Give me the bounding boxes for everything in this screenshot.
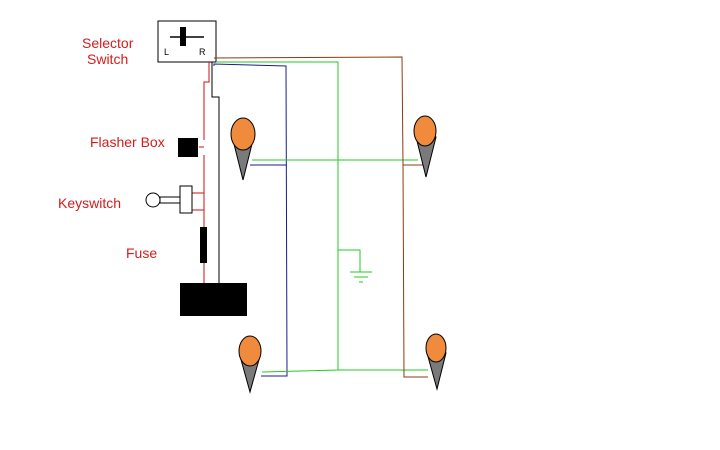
keyswitch [145,185,193,214]
turn-signal-front-left [230,117,256,181]
key-icon [145,192,161,208]
flasher-box-label: Flasher Box [90,134,165,150]
right-lamps-wire-brown [213,56,428,378]
turn-signal-rear-left [238,335,262,394]
flasher-box [178,138,198,157]
fuse-label: Fuse [126,245,157,261]
return-wire-black [211,62,220,284]
selector-switch-label-line1: Selector [82,35,134,51]
selector-switch: L R [157,20,217,63]
keyswitch-label: Keyswitch [58,195,121,211]
left-lamps-wire-blue [213,63,288,377]
common-wire-green [216,61,428,373]
switch-left-mark: L [164,47,169,57]
switch-toggle [180,27,186,46]
switch-right-mark: R [199,47,206,57]
turn-signal-rear-right [425,333,447,391]
fuse [200,227,207,263]
turn-signal-front-right [413,115,437,178]
battery-icon [180,283,247,316]
selector-switch-label-line2: Switch [87,51,128,67]
